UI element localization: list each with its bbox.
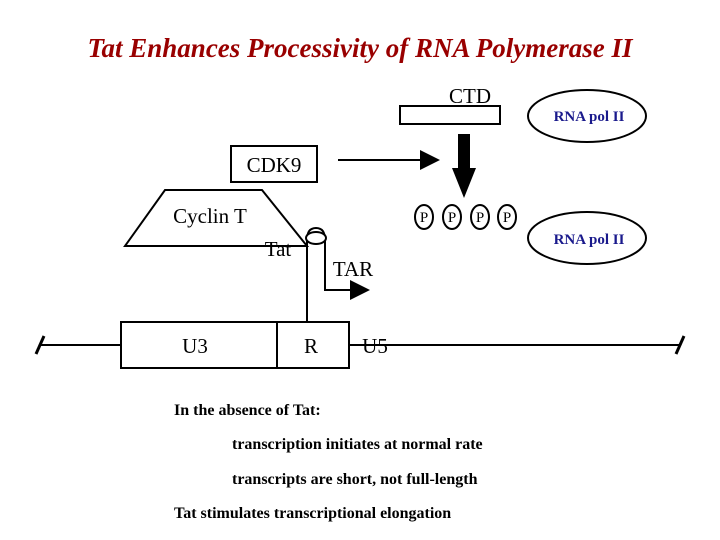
tat-label: Tat <box>265 237 292 261</box>
phosphate-circle <box>414 204 434 230</box>
note-line-3: Tat stimulates transcriptional elongatio… <box>174 505 452 522</box>
note-line-1: transcription initiates at normal rate <box>232 436 483 453</box>
cdk9-label: CDK9 <box>247 153 302 177</box>
phosphate-label: P <box>476 210 484 226</box>
phosphorylation-down-arrow <box>452 134 476 198</box>
u3-label: U3 <box>182 334 208 358</box>
phosphate-group: P P P P <box>414 204 517 230</box>
phosphate-label: P <box>420 210 428 226</box>
rna-pol-bottom-ellipse <box>527 211 647 265</box>
slide-title: Tat Enhances Processivity of RNA Polymer… <box>88 33 634 63</box>
cdk9-box <box>230 145 318 183</box>
u5-label: U5 <box>362 334 388 358</box>
ltr-box <box>120 321 350 369</box>
ctd-box <box>399 105 501 125</box>
tar-label: TAR <box>333 257 373 281</box>
rna-pol-bottom-label: RNA pol II <box>554 232 625 248</box>
phosphate-label: P <box>448 210 456 226</box>
rna-pol-top-label: RNA pol II <box>554 109 625 125</box>
phosphate-label: P <box>503 210 511 226</box>
note-line-2: transcripts are short, not full-length <box>232 471 478 488</box>
note-heading: In the absence of Tat: <box>174 402 321 419</box>
phosphate-circle <box>470 204 490 230</box>
rna-pol-top-ellipse <box>527 89 647 143</box>
tar-loop-bulb <box>305 231 327 245</box>
r-label: R <box>304 334 318 358</box>
dna-break-left <box>34 335 46 355</box>
cyclin-t-label: Cyclin T <box>173 204 247 228</box>
phosphate-circle <box>442 204 462 230</box>
dna-break-right <box>674 335 686 355</box>
phosphate-circle <box>497 204 517 230</box>
ctd-label: CTD <box>449 84 491 108</box>
